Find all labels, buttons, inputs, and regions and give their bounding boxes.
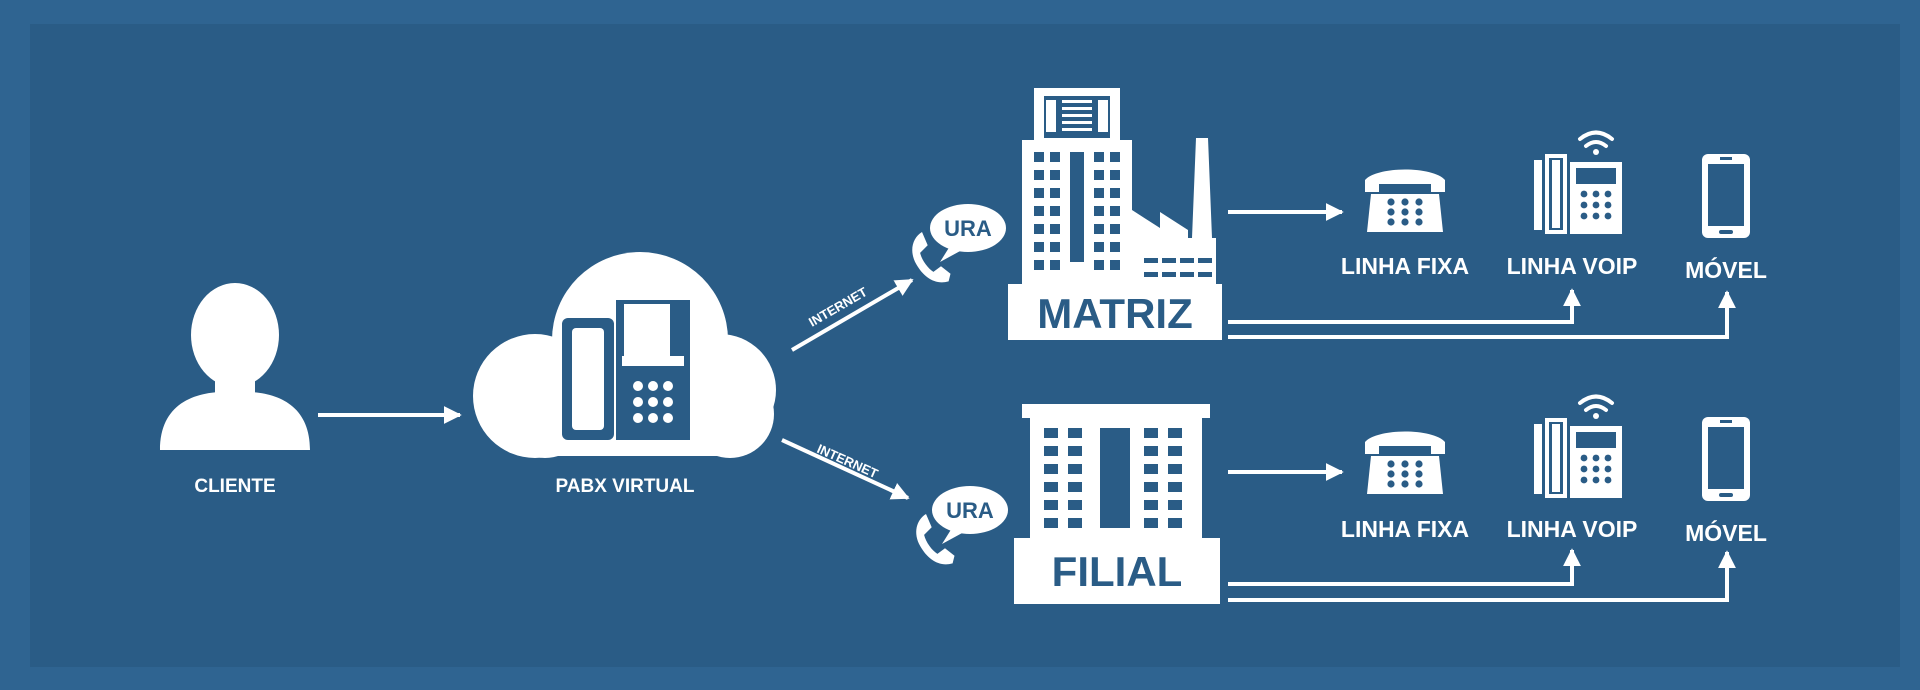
filial-fixa-label: LINHA FIXA [1341, 516, 1469, 542]
matriz-voip-label: LINHA VOIP [1507, 253, 1638, 279]
mobile-phone-icon [1702, 417, 1750, 501]
building-factory-icon [1008, 88, 1222, 340]
arrow-matriz-to-movel [1228, 290, 1736, 339]
building-icon [1014, 404, 1220, 604]
person-icon [160, 283, 310, 450]
ura-filial: URA [916, 486, 1008, 565]
arrow-pabx-to-matriz [790, 278, 914, 352]
arrow-pabx-to-filial [781, 438, 910, 500]
mobile-phone-icon [1702, 154, 1750, 238]
speech-bubble-icon [930, 204, 1006, 252]
filial-movel-label: MÓVEL [1685, 519, 1767, 546]
cliente-label: CLIENTE [194, 476, 275, 497]
matriz-movel-label: MÓVEL [1685, 256, 1767, 283]
cloud-phone-icon [473, 252, 776, 458]
matriz-fixa-label: LINHA FIXA [1341, 253, 1469, 279]
arrow-matriz-to-voip [1228, 288, 1581, 324]
background-inner [30, 24, 1900, 667]
pabx-label: PABX VIRTUAL [556, 476, 695, 497]
desk-phone-icon [1365, 169, 1445, 232]
ura-matriz-label: URA [944, 216, 992, 241]
filial-name: FILIAL [1052, 548, 1183, 595]
speech-bubble-icon [932, 486, 1008, 534]
filial-voip-label: LINHA VOIP [1507, 516, 1638, 542]
desk-phone-icon [1365, 431, 1445, 494]
matriz-name: MATRIZ [1037, 290, 1193, 337]
arrow-filial-to-voip [1228, 548, 1581, 586]
ura-matriz: URA [912, 204, 1006, 283]
ura-filial-label: URA [946, 498, 994, 523]
arrow-filial-to-movel [1228, 550, 1736, 602]
